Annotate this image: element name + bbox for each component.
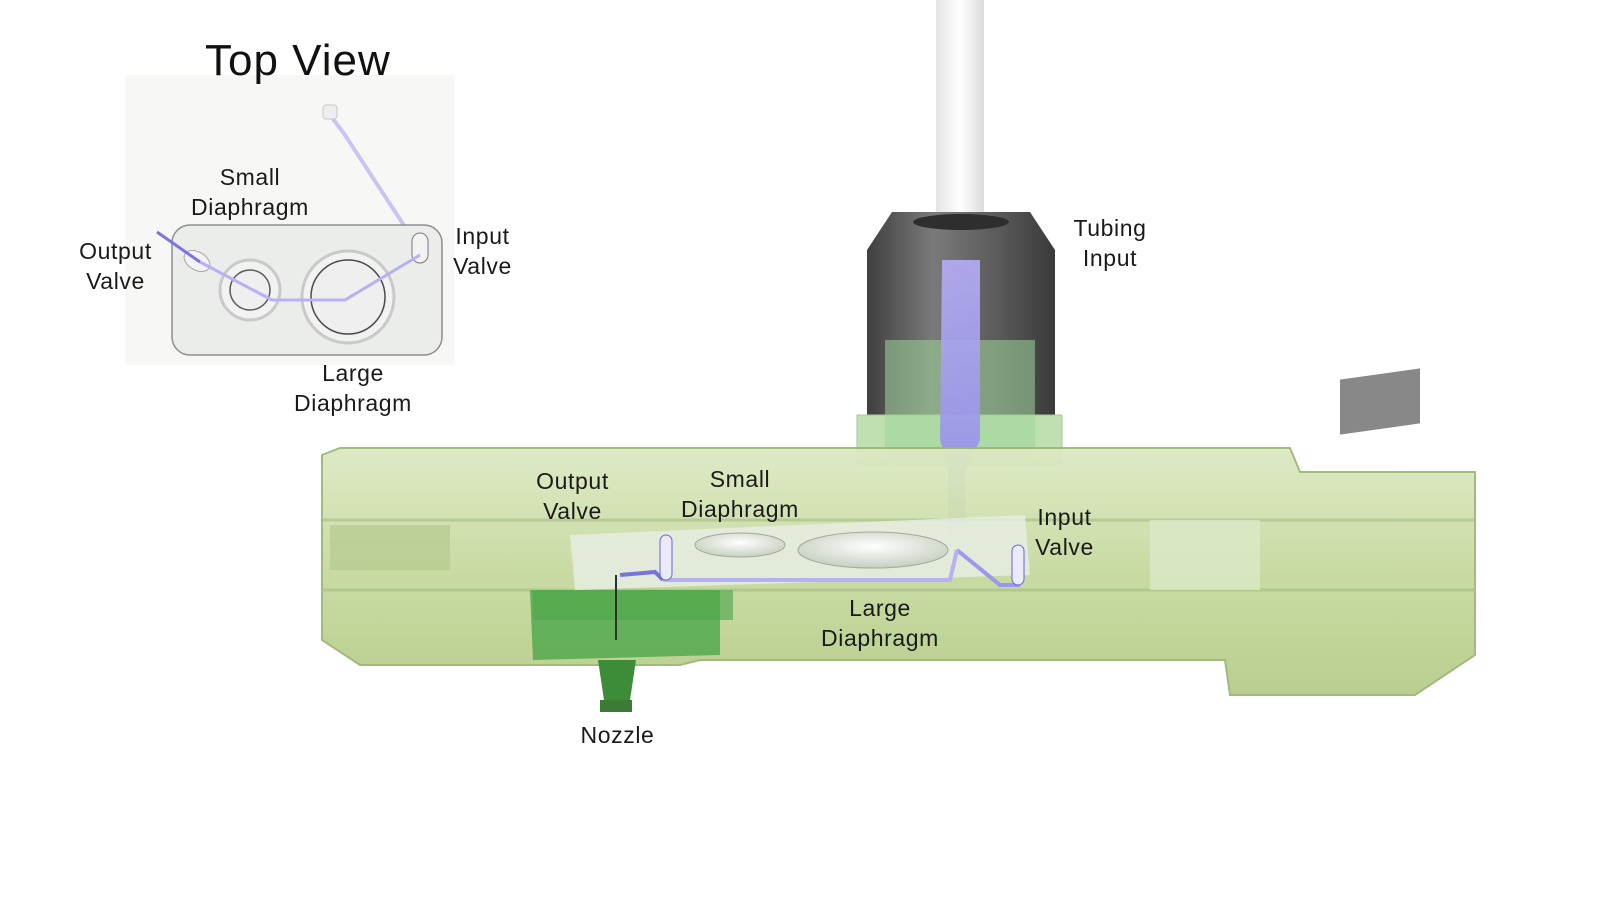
top-view-label-large-diaphragm: Large Diaphragm [294, 360, 412, 416]
chip-left-pocket [330, 525, 450, 570]
chip-side-insert [1340, 368, 1420, 435]
small-diaphragm-dome [694, 532, 786, 558]
top-view-title: Top View [205, 36, 391, 85]
label-output-valve: Output Valve [536, 468, 609, 524]
label-small-diaphragm: Small Diaphragm [681, 466, 799, 522]
channel-to-output [619, 569, 665, 582]
main-view [321, 0, 1476, 712]
top-view-inlet-tube [328, 113, 422, 252]
top-view-channel [199, 253, 421, 302]
top-view-label-output-valve: Output Valve [79, 238, 152, 294]
nozzle-mount [530, 590, 720, 660]
nozzle-tip [598, 660, 636, 700]
top-view-label-small-diaphragm: Small Diaphragm [191, 164, 309, 220]
output-valve-pin [659, 534, 673, 581]
large-diaphragm-dome [797, 531, 949, 569]
top-view-tube-tip [322, 104, 338, 120]
top-view-output-channel [156, 230, 201, 264]
input-valve-pin [1011, 544, 1025, 586]
tubing-cap-bore [913, 214, 1009, 230]
chip-right-pocket [1150, 520, 1260, 590]
label-input-valve: Input Valve [1035, 504, 1094, 560]
top-view-label-input-valve: Input Valve [453, 223, 512, 279]
tubing [936, 0, 984, 235]
top-view-inset [125, 75, 455, 365]
label-nozzle: Nozzle [580, 722, 655, 748]
label-large-diaphragm: Large Diaphragm [821, 595, 939, 651]
channel-main [663, 549, 959, 582]
channel-to-input [955, 548, 1020, 587]
top-view-input-valve [411, 232, 429, 264]
label-tubing-input: Tubing Input [1073, 215, 1147, 271]
nozzle-end [600, 700, 632, 712]
